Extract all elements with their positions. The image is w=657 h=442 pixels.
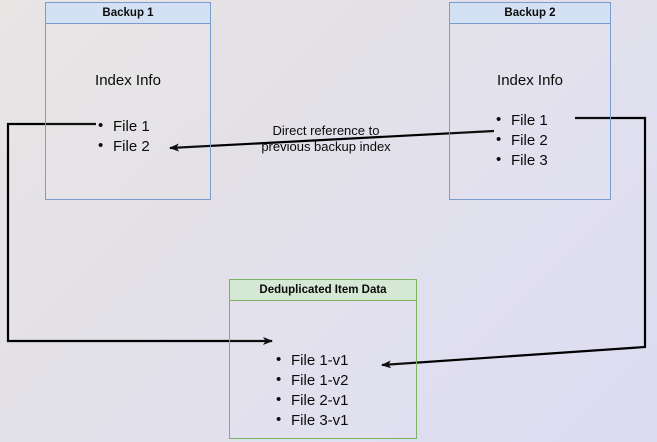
node-backup-2-body: Index Info File 1 File 2 File 3 <box>449 24 611 200</box>
list-item: File 3 <box>496 150 548 171</box>
node-backup-1-file-list: File 1 File 2 <box>98 116 150 157</box>
list-item: File 2 <box>496 130 548 151</box>
list-item: File 2 <box>98 136 150 157</box>
list-item: File 1-v1 <box>276 350 349 371</box>
node-backup-1-body: Index Info File 1 File 2 <box>45 24 211 200</box>
node-backup-2[interactable]: Backup 2 Index Info File 1 File 2 File 3 <box>449 2 611 200</box>
list-item: File 2-v1 <box>276 390 349 411</box>
node-backup-1-index-label: Index Info <box>95 72 161 89</box>
edge-label-line-1: Direct reference to <box>272 123 380 138</box>
list-item: File 1-v2 <box>276 370 349 391</box>
node-deduplicated-body: File 1-v1 File 1-v2 File 2-v1 File 3-v1 <box>229 301 417 439</box>
node-deduplicated-header: Deduplicated Item Data <box>229 279 417 301</box>
list-item: File 1 <box>98 116 150 137</box>
node-deduplicated-file-list: File 1-v1 File 1-v2 File 2-v1 File 3-v1 <box>276 350 349 431</box>
list-item: File 1 <box>496 110 548 131</box>
edge-label-line-2: previous backup index <box>261 139 391 154</box>
node-backup-1[interactable]: Backup 1 Index Info File 1 File 2 <box>45 2 211 200</box>
list-item: File 3-v1 <box>276 410 349 431</box>
node-backup-2-file-list: File 1 File 2 File 3 <box>496 110 548 171</box>
node-backup-2-header: Backup 2 <box>449 2 611 24</box>
edge-label-direct-reference: Direct reference to previous backup inde… <box>246 123 406 155</box>
node-deduplicated-item-data[interactable]: Deduplicated Item Data File 1-v1 File 1-… <box>229 279 417 439</box>
node-backup-2-index-label: Index Info <box>497 72 563 89</box>
node-backup-1-header: Backup 1 <box>45 2 211 24</box>
